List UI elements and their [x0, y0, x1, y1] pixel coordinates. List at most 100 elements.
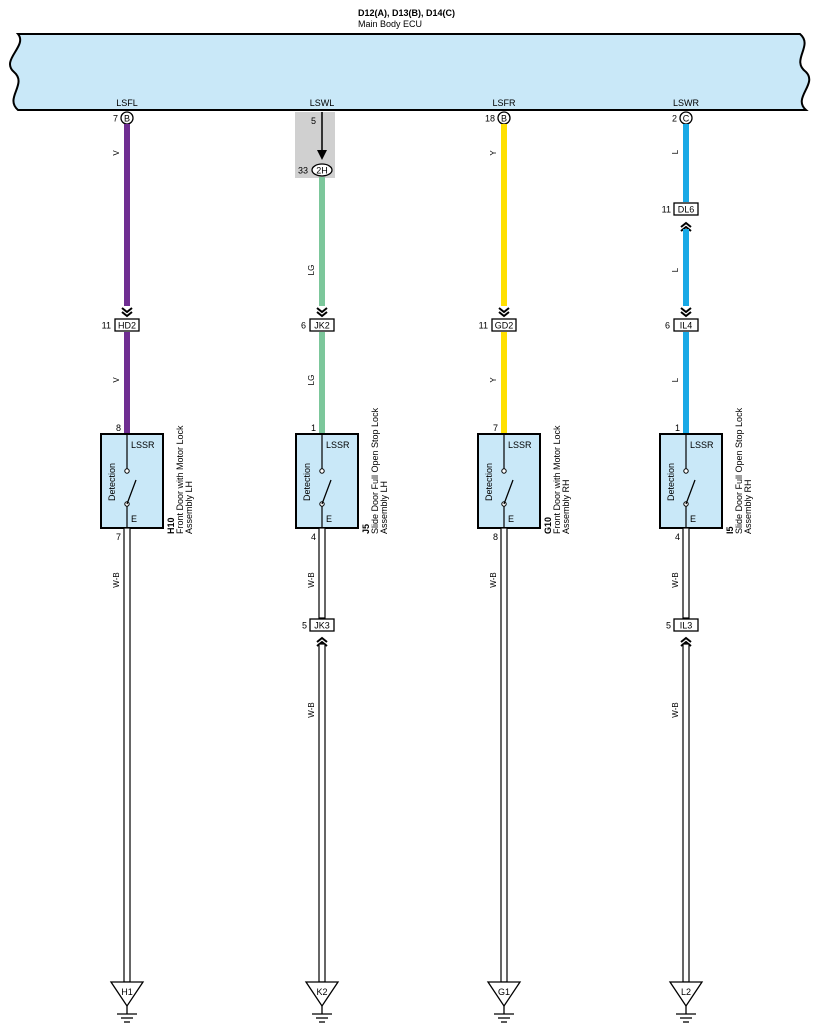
- circuit-4-component-name-2: Assembly RH: [743, 479, 753, 534]
- circuit-2-signal-pin-label: LSSR: [326, 440, 350, 450]
- circuit-3-component-code: G10: [543, 517, 553, 534]
- circuit-2-inline-conn-box: [309, 318, 335, 332]
- circuit-2-ground-wire-2-label: W-B: [307, 702, 316, 717]
- circuit-4-inline-conn-label: IL4: [680, 321, 693, 331]
- circuit-3-inline-chevron: [498, 307, 510, 318]
- circuit-4-inline-conn-box: [673, 318, 699, 332]
- circuit-4-ground-conn-label: IL3: [680, 621, 693, 631]
- circuit-3-inline-conn-box: [491, 318, 517, 332]
- circuit-4-signal-pin-label: LSSR: [690, 440, 714, 450]
- circuit-2-ground-wire: [318, 527, 326, 619]
- circuit-3-lower-wire-label: Y: [489, 377, 498, 383]
- ecu-name-label: Main Body ECU: [358, 19, 422, 29]
- circuit-2-ground-pin-label: E: [326, 514, 332, 524]
- circuit-2-ground-triangle: [304, 981, 340, 1008]
- circuit-3-component-name-2: Assembly RH: [561, 479, 571, 534]
- circuit-1-ground-label: H1: [121, 987, 133, 997]
- circuit-2-inline-conn-pin: 6: [301, 321, 306, 331]
- circuit-1-pin-top: 8: [116, 423, 121, 433]
- circuit-1-component-box: [100, 433, 164, 529]
- circuit-3-ecu-pin: 18: [485, 114, 495, 124]
- circuit-2-pin-top: 1: [311, 423, 316, 433]
- circuit-3-pin-bottom: 8: [493, 532, 498, 542]
- circuit-3-ecu-conn-letter: B: [501, 113, 507, 123]
- circuit-3-signal-pin-label: LSSR: [508, 440, 532, 450]
- circuit-4-ecu-conn-letter: C: [683, 113, 690, 123]
- circuit-2-component-name-1: Slide Door Full Open Stop Lock: [370, 407, 380, 534]
- circuit-1-switch-contact-top: [124, 468, 130, 474]
- circuit-3-ground-label: G1: [498, 987, 510, 997]
- circuit-1-ecu-conn-letter: B: [124, 113, 130, 123]
- circuit-1-component-name-1: Front Door with Motor Lock: [175, 425, 185, 534]
- circuit-4-switch-contact-top: [683, 468, 689, 474]
- circuit-4-upper-wire-label: L: [671, 267, 680, 272]
- circuit-1-ecu-pin: 7: [113, 114, 118, 124]
- circuit-4-ground-wire: [682, 527, 690, 619]
- circuit-1-pin-bottom: 7: [116, 532, 121, 542]
- circuit-3-inline-conn-pin: 11: [479, 321, 488, 331]
- circuit-2-ecu-pin: 5: [311, 116, 316, 126]
- circuit-1-inline-conn-box: [114, 318, 140, 332]
- circuit-2-inline-chevron: [316, 307, 328, 318]
- circuit-4-pin-top: 1: [675, 423, 680, 433]
- circuit-3-component-name-1: Front Door with Motor Lock: [552, 425, 562, 534]
- circuit-4-ground-label: L2: [681, 987, 691, 997]
- circuit-2-switch-contact-top: [319, 468, 325, 474]
- circuit-4-signal-label: LSWR: [673, 98, 700, 108]
- circuit-1-ground-wire-label: W-B: [112, 572, 121, 587]
- circuit-2-component-name-2: Assembly LH: [379, 481, 389, 534]
- circuit-4-ground-wire-label: W-B: [671, 572, 680, 587]
- circuit-2-ground-conn-pin: 5: [302, 621, 307, 631]
- circuit-4-dl-conn-pin: 11: [662, 205, 671, 215]
- circuit-4-ground-conn-pin: 5: [666, 621, 671, 631]
- circuit-4-dl-chevron: [680, 221, 692, 232]
- circuit-3-signal-label: LSFR: [492, 98, 516, 108]
- circuit-1-ground-triangle: [109, 981, 145, 1008]
- circuit-1-inline-conn-pin: 11: [102, 321, 111, 331]
- circuit-2-ground-label: K2: [316, 987, 327, 997]
- circuit-1-component-code: H10: [166, 517, 176, 534]
- circuit-3-ground-triangle: [486, 981, 522, 1008]
- circuit-2-ground-wire-label: W-B: [307, 572, 316, 587]
- circuit-2-ground-conn-label: JK3: [314, 621, 330, 631]
- circuit-4-function-label: Detection: [666, 463, 676, 501]
- circuit-2-junction-arrow: [317, 150, 327, 160]
- circuit-3-component-box: [477, 433, 541, 529]
- circuit-4-dl-conn-label: DL6: [678, 205, 695, 215]
- circuit-1-switch-blade: [126, 479, 137, 505]
- circuit-4-ecu-pin: 2: [672, 114, 677, 124]
- circuit-2-junction-pin: 33: [298, 166, 308, 176]
- circuit-4-ground-triangle: [668, 981, 704, 1008]
- circuit-2-lower-wire-label: LG: [307, 375, 316, 386]
- circuit-4-dl-conn-box: [673, 202, 699, 216]
- circuit-1-signal-pin-label: LSSR: [131, 440, 155, 450]
- circuit-4-ground-wire-2-label: W-B: [671, 702, 680, 717]
- circuit-2-ground-wire-2: [318, 643, 326, 983]
- circuit-2-component-box: [295, 433, 359, 529]
- circuit-1-ground-wire: [123, 527, 131, 983]
- circuit-4-ground-wire-2: [682, 643, 690, 983]
- circuit-4-component-box: [659, 433, 723, 529]
- circuit-1-lower-wire-label: V: [112, 377, 121, 383]
- circuit-2-upper-wire-label: LG: [307, 265, 316, 276]
- ecu-body: [9, 33, 811, 111]
- circuit-4-top-wire-label: L: [671, 149, 680, 154]
- circuit-4-lower-wire-label: L: [671, 377, 680, 382]
- circuit-3-ground-pin-label: E: [508, 514, 514, 524]
- circuit-4-pin-bottom: 4: [675, 532, 680, 542]
- circuit-3-ground-wire: [500, 527, 508, 983]
- circuit-3-upper-wire-label: Y: [489, 150, 498, 156]
- circuit-4-inline-chevron: [680, 307, 692, 318]
- circuit-1-function-label: Detection: [107, 463, 117, 501]
- circuit-2-junction-name: 2H: [316, 166, 328, 176]
- circuit-2-ground-conn-box: [309, 618, 335, 632]
- circuit-1-inline-conn-label: HD2: [118, 321, 136, 331]
- circuit-4-inline-conn-pin: 6: [665, 321, 670, 331]
- circuit-1-component-name-2: Assembly LH: [184, 481, 194, 534]
- circuit-3-switch-blade: [503, 479, 514, 505]
- circuit-3-ground-wire-label: W-B: [489, 572, 498, 587]
- circuit-2-inline-conn-label: JK2: [314, 321, 330, 331]
